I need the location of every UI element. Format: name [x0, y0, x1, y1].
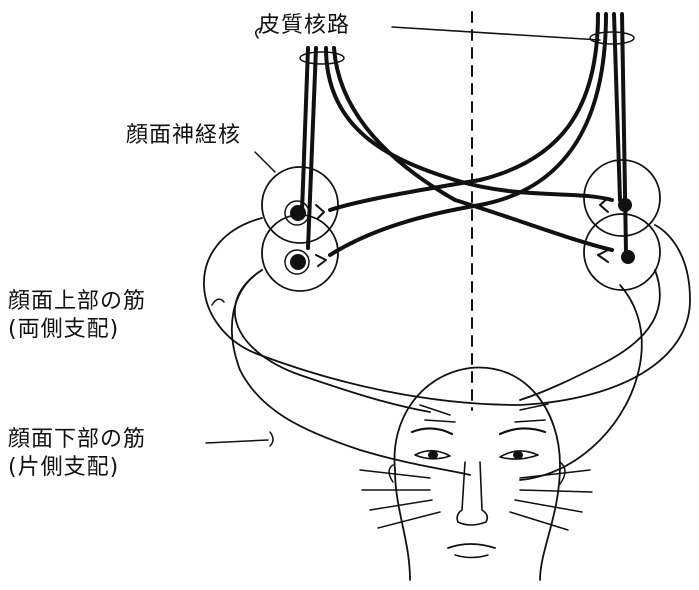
upper-face-leader-line [212, 299, 224, 305]
lower-face-muscles-label: 顔面下部の筋 [8, 428, 146, 452]
crossing-fiber-2 [455, 200, 612, 250]
right-facial-nucleus [584, 160, 660, 290]
lower-face-leader-line [206, 440, 268, 443]
crossing-fiber-3 [330, 180, 480, 210]
face-drawing [360, 367, 592, 580]
upper-face-nerve-right [520, 270, 660, 400]
upper-face-nerve-loop-inner [235, 270, 430, 412]
upper-face-innervation-label: (両側支配) [8, 318, 119, 342]
lower-face-marker [270, 432, 273, 446]
upper-face-muscles-label: 顔面上部の筋 [8, 290, 146, 314]
corticobulbar-tract-label: 皮質核路 [258, 14, 350, 38]
upper-face-nerve-loop [204, 218, 690, 405]
head-outline [394, 367, 560, 580]
nucleus-leader-line [255, 152, 275, 172]
tract-leader-line [392, 27, 600, 40]
left-corticobulbar-bundle [300, 48, 455, 248]
crossing-fiber-4 [330, 205, 480, 255]
facial-nucleus-label: 顔面神経核 [126, 124, 241, 148]
lower-face-innervation-label: (片側支配) [8, 456, 119, 480]
left-facial-nucleus [262, 167, 338, 291]
lower-face-nerve-loop [232, 270, 470, 475]
